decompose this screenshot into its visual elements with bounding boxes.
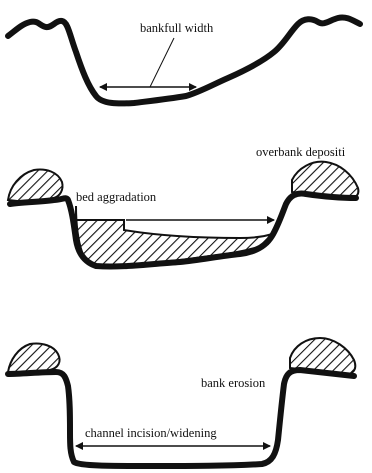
channel-incision-label: channel incision/widening [85, 426, 217, 440]
overbank-deposit-left-bottom [8, 343, 60, 372]
overbank-deposition-label: overbank depositi [256, 145, 346, 159]
bankfull-width-leader [150, 38, 174, 87]
bank-erosion-label: bank erosion [201, 376, 266, 390]
overbank-deposit-left [8, 170, 63, 202]
channel-profile-bottom [8, 370, 354, 466]
panel-top: bankfull width [8, 17, 360, 103]
panel-bottom: channel incision/widening bank erosion [8, 338, 355, 466]
bankfull-width-label: bankfull width [140, 21, 214, 35]
panel-middle: bed aggradation overbank depositi [8, 145, 358, 267]
bed-aggradation-label: bed aggradation [76, 190, 157, 204]
bed-aggradation-deposit [76, 206, 272, 266]
